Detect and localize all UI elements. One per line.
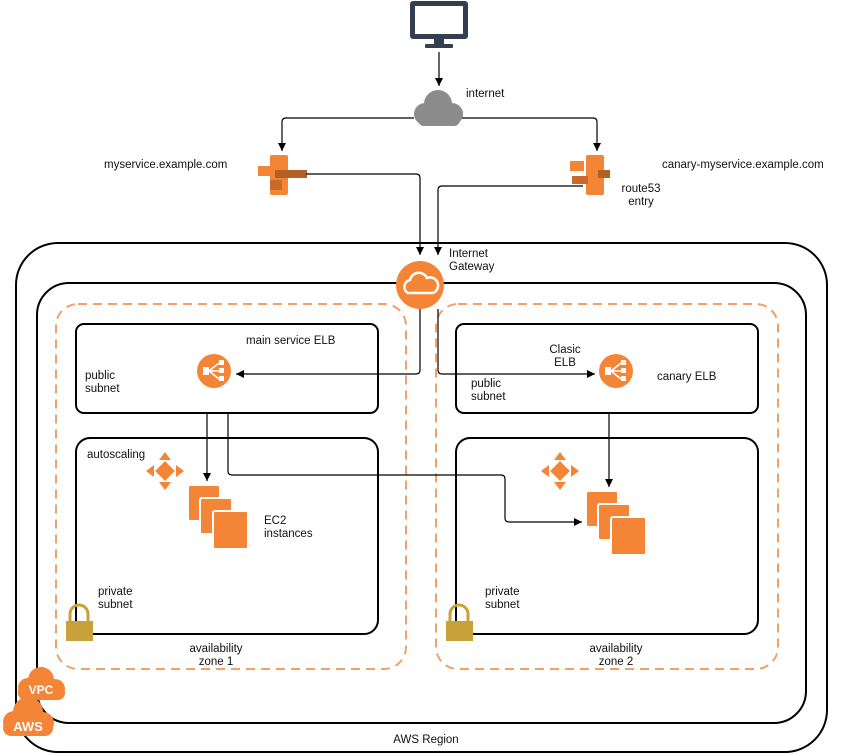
arrow-route53-left-to-gateway xyxy=(306,173,424,255)
public-subnet-2-box xyxy=(455,323,759,414)
autoscaling-label: autoscaling xyxy=(87,449,146,461)
myservice-domain-label: myservice.example.com xyxy=(104,159,228,171)
autoscaling-icon xyxy=(541,452,579,490)
lock-icon xyxy=(66,603,93,641)
arrow-gateway-to-main-elb xyxy=(236,309,421,378)
public-subnet-2-label: public subnet xyxy=(471,378,506,403)
arrow-main-elb-to-ec2-zone2 xyxy=(227,412,582,526)
aws-region-box xyxy=(15,242,828,753)
aws-cloud-badge xyxy=(3,697,54,736)
canary-domain-label: canary-myservice.example.com xyxy=(662,159,824,171)
public-subnet-1-box xyxy=(75,323,379,414)
vpc-badge-label: VPC xyxy=(29,683,54,697)
internet-gateway-label: Internet Gateway xyxy=(449,248,495,273)
private-subnet-1-label: private subnet xyxy=(98,586,133,611)
ec2-instances-label: EC2 instances xyxy=(264,515,313,540)
aws-badge-label: AWS xyxy=(13,719,43,734)
arrow-route53-right-to-gateway xyxy=(434,185,583,255)
cloud-icon xyxy=(414,90,463,126)
vpc-box xyxy=(36,282,807,724)
availability-zone-1-box xyxy=(55,303,407,670)
internet-label: internet xyxy=(466,88,505,100)
availability-zone-1-label: availability zone 1 xyxy=(189,643,243,668)
ec2-instances-icon xyxy=(187,484,249,550)
route53-icon xyxy=(570,155,610,195)
classic-elb-label: Clasic ELB xyxy=(549,344,581,369)
arrow-gateway-to-canary-elb xyxy=(437,309,595,378)
load-balancer-icon xyxy=(197,354,231,388)
private-subnet-2-box xyxy=(455,437,759,635)
private-subnet-2-label: private subnet xyxy=(485,586,520,611)
arrow-internet-to-route53-left xyxy=(278,117,414,151)
public-subnet-1-label: public subnet xyxy=(85,370,120,395)
arrow-internet-to-route53-right xyxy=(462,117,601,151)
autoscaling-icon xyxy=(146,452,184,490)
load-balancer-icon xyxy=(599,354,633,388)
route53-icon xyxy=(258,155,307,195)
ec2-instances-icon xyxy=(585,490,647,556)
private-subnet-1-box xyxy=(75,437,379,635)
availability-zone-2-label: availability zone 2 xyxy=(589,643,643,668)
internet-gateway-icon xyxy=(396,261,444,309)
connectors xyxy=(203,52,613,526)
canary-elb-label: canary ELB xyxy=(657,371,717,383)
main-service-elb-label: main service ELB xyxy=(246,335,336,347)
monitor-icon xyxy=(410,1,468,48)
route53-entry-label: route53 entry xyxy=(621,183,661,208)
vpc-cloud-badge xyxy=(18,667,65,700)
aws-region-label: AWS Region xyxy=(393,734,459,746)
lock-icon xyxy=(446,603,473,641)
